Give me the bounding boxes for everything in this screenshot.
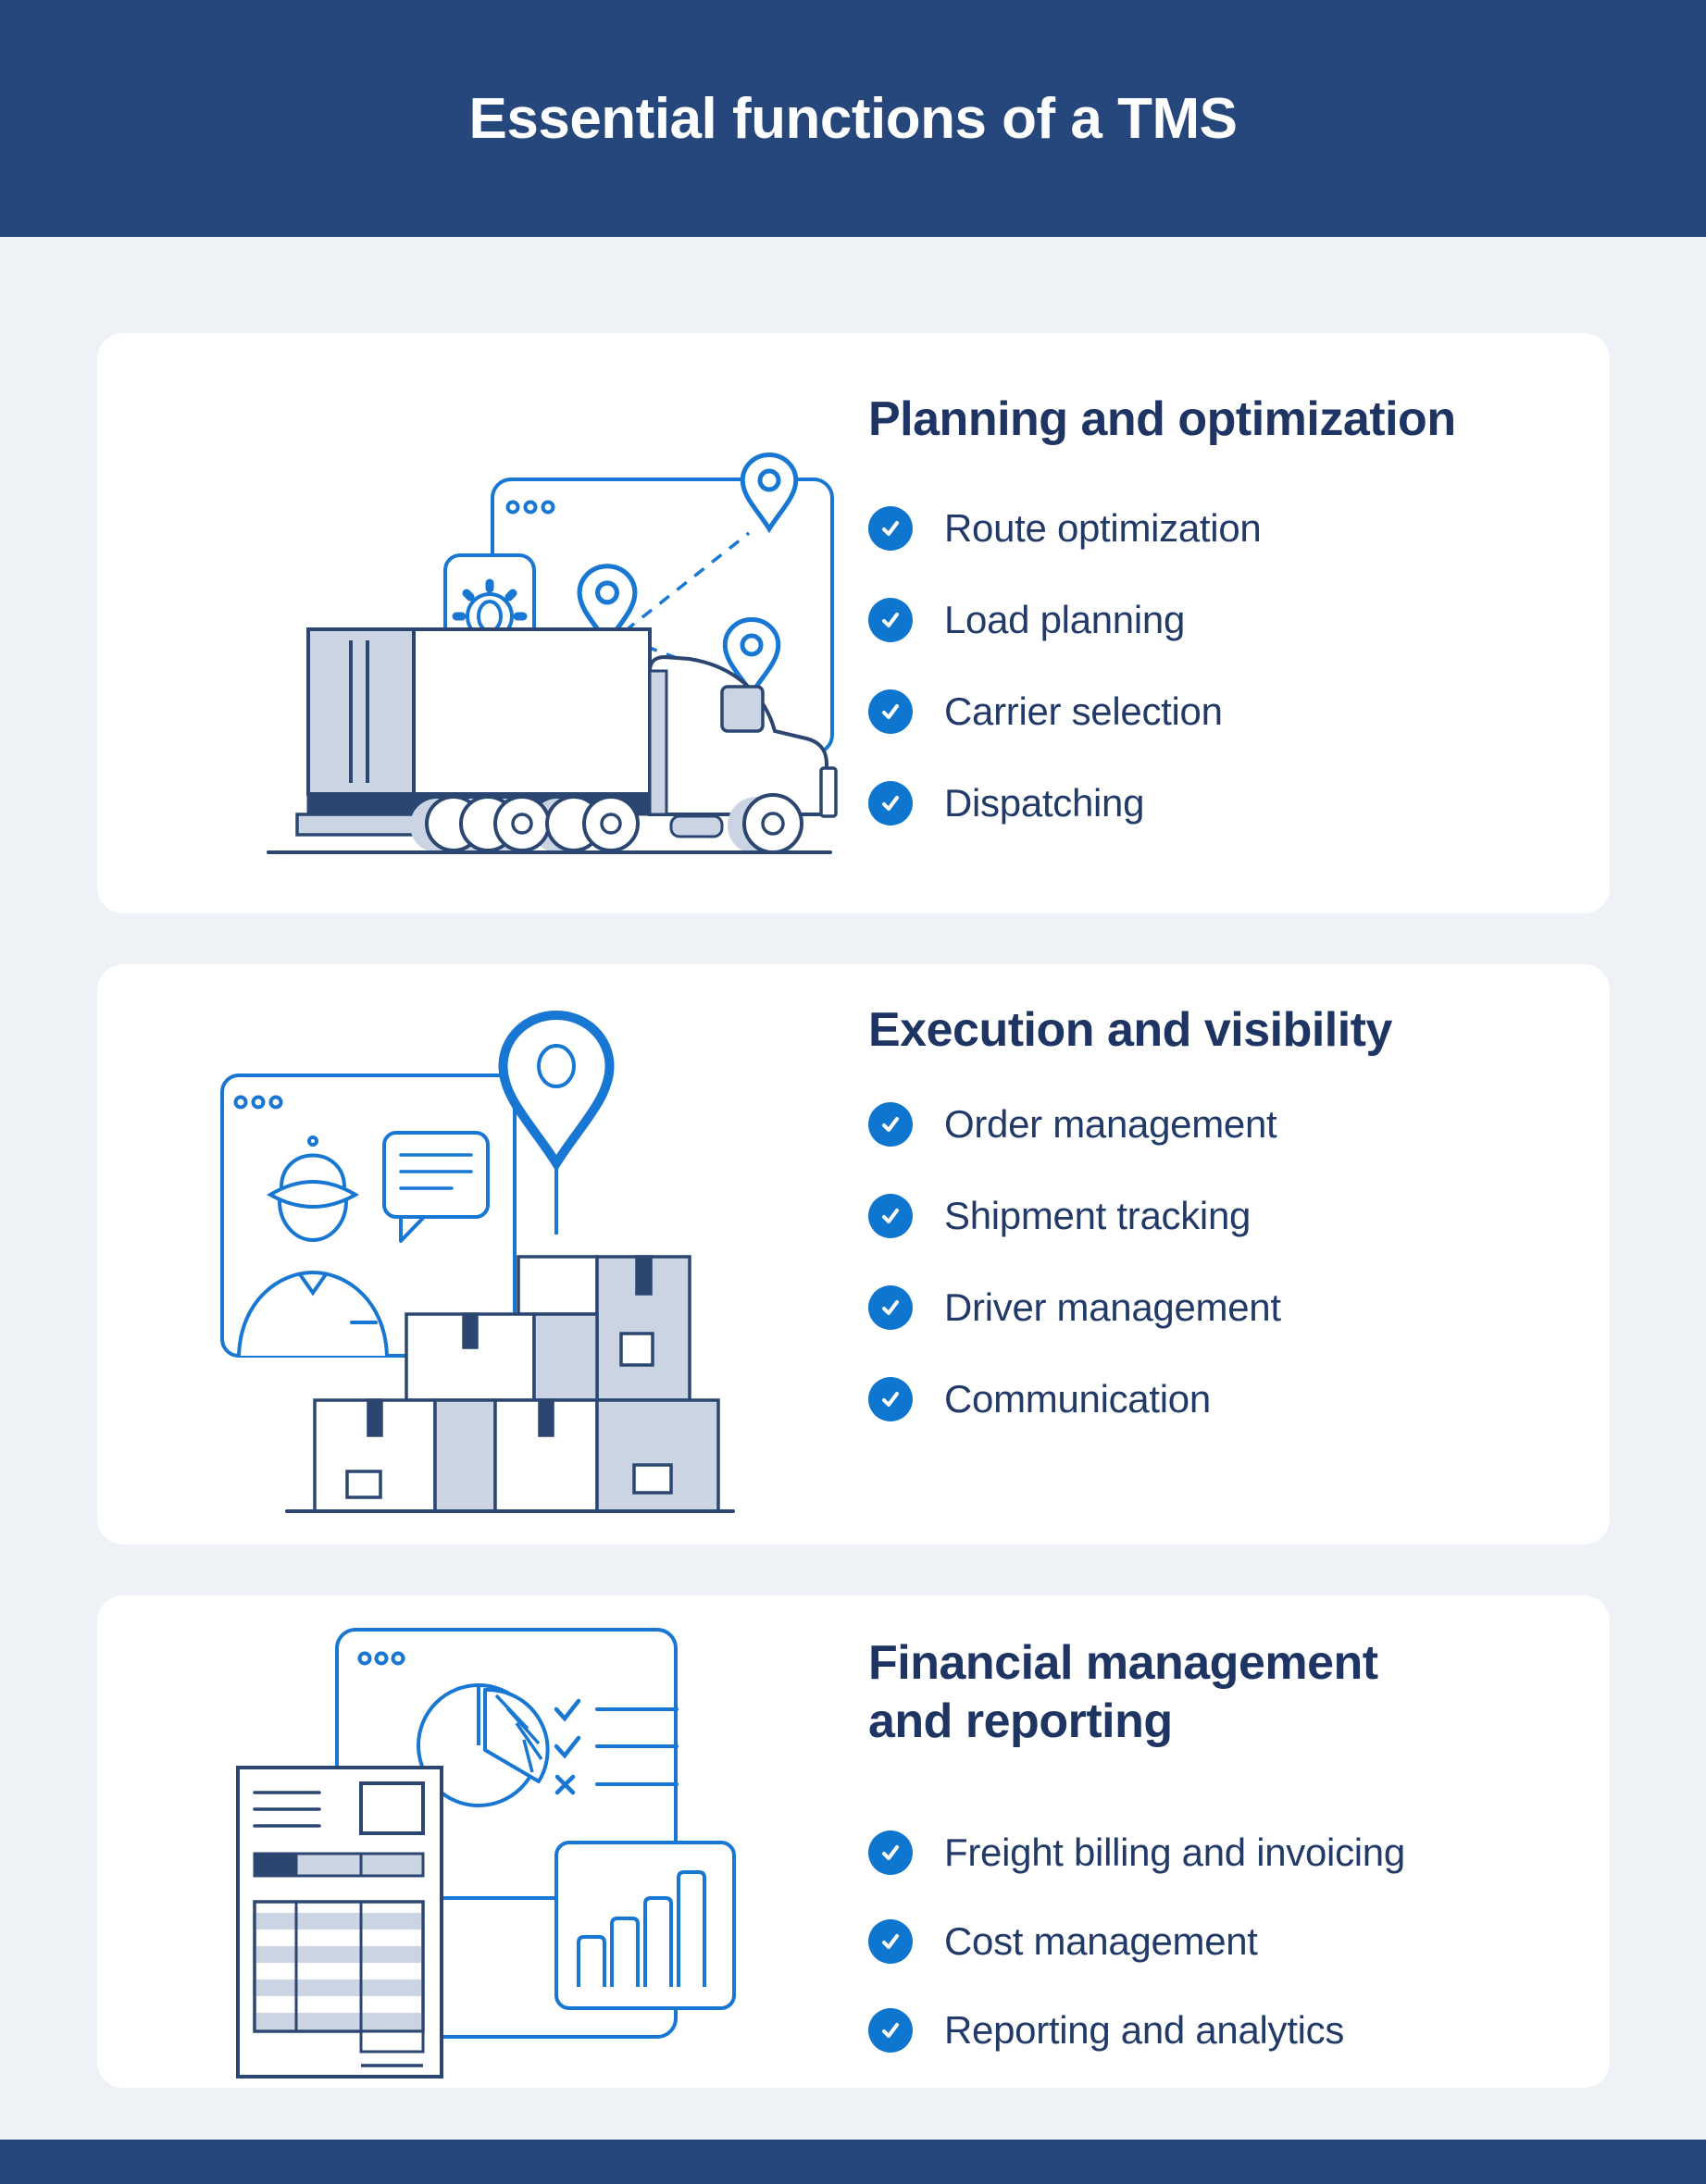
map-pin-icons [577,452,799,699]
list-item-label: Dispatching [944,781,1145,825]
list-item-label: Freight billing and invoicing [944,1830,1405,1874]
list-item: Order management [868,1102,1281,1147]
check-icon [868,2008,913,2053]
check-icon [868,689,913,734]
list-item: Load planning [868,598,1261,642]
card-planning-optimization: Planning and optimization Route optimiza… [97,333,1610,913]
card-heading: Planning and optimization [868,392,1456,446]
list-item-label: Communication [944,1377,1211,1421]
bar-chart-panel [554,1841,736,2010]
invoice-table [253,1900,425,2067]
planning-checklist: Route optimization Load planning Carrier… [868,506,1262,873]
courier-person [237,1135,389,1357]
card-heading: Execution and visibility [868,1003,1392,1057]
list-item: Cost management [868,1919,1405,1964]
check-icon [868,1919,913,1964]
check-icon [868,506,913,551]
page-title: Essential functions of a TMS [468,86,1239,151]
truck-drawing [267,627,838,854]
list-item-label: Carrier selection [944,689,1223,733]
list-item-label: Driver management [944,1285,1281,1329]
list-item: Reporting and analytics [868,2008,1405,2053]
list-item: Route optimization [868,506,1262,551]
check-icon [868,1194,913,1238]
list-item-label: Load planning [944,598,1186,641]
report-checklist [554,1698,679,1795]
list-item-label: Shipment tracking [944,1194,1251,1237]
list-item: Driver management [868,1285,1281,1330]
courier-packages-illustration [220,1010,735,1513]
list-item-label: Cost management [944,1919,1258,1963]
check-icon [868,1830,913,1875]
invoice-document [236,1766,443,2079]
header-band: Essential functions of a TMS [0,0,1706,237]
truck-wheels [410,793,803,854]
speech-bubble [382,1131,490,1243]
footer-band [0,2140,1706,2184]
check-icon [868,1285,913,1330]
list-item: Shipment tracking [868,1194,1281,1238]
list-item: Dispatching [868,781,1261,825]
location-pin-icon [498,1010,615,1235]
check-icon [868,598,913,642]
list-item-label: Reporting and analytics [944,2008,1345,2052]
list-item: Carrier selection [868,689,1261,734]
list-item: Communication [868,1377,1281,1421]
card-financial-reporting: Financial management and reporting Freig… [97,1595,1610,2088]
list-item-label: Order management [944,1102,1277,1146]
list-item-label: Route optimization [944,506,1262,550]
check-icon [868,1102,913,1147]
pie-chart [417,1683,550,1807]
check-icon [868,1377,913,1421]
execution-checklist: Order management Shipment tracking Drive… [868,1102,1281,1469]
truck-route-planning-illustration [267,452,838,854]
card-execution-visibility: Execution and visibility Order managemen… [97,964,1610,1545]
list-item: Freight billing and invoicing [868,1830,1405,1875]
route-dashed-lines [623,531,751,685]
check-icon [868,781,913,825]
financial-checklist: Freight billing and invoicing Cost manag… [868,1830,1405,2097]
package-boxes [285,1255,735,1513]
invoice-analytics-illustration [236,1628,736,2079]
card-heading: Financial management and reporting [868,1636,1378,1749]
